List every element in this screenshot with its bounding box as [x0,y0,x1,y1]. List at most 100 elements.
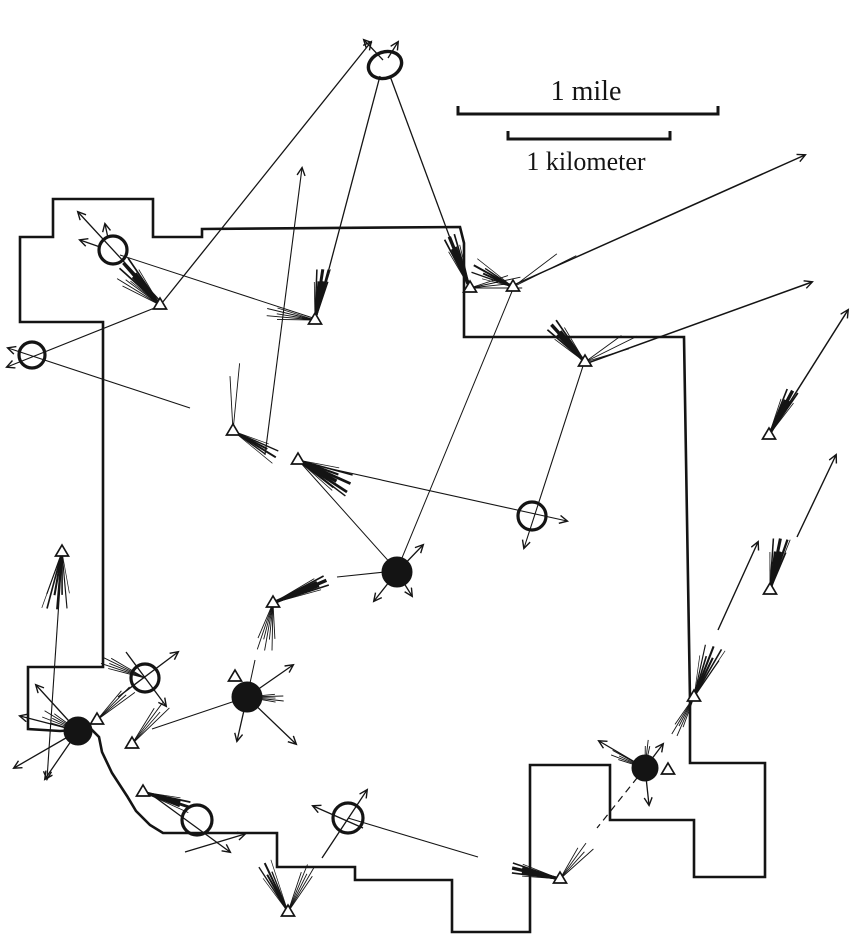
movement-line [389,75,468,285]
movement-fan [471,258,514,288]
kilometer-bar-line [506,131,672,141]
fan-line [270,859,289,913]
movement-fan [693,644,726,698]
open-circle-marker [129,662,161,694]
open-circle-marker [97,234,129,266]
triangle-marker [660,761,676,775]
fan-line [131,702,163,745]
fan-line [693,648,723,698]
triangle-marker [686,688,702,702]
movement-arrow [313,806,364,829]
open-circle-marker [331,801,365,835]
movement-arrow [8,348,191,409]
fan-line [46,551,63,609]
movement-arrow [387,42,398,59]
fan-line [453,233,471,289]
movement-arrow [161,42,371,304]
fan-line [256,602,274,650]
station-markers-layer [17,49,778,917]
fan-line [125,279,161,306]
triangle-marker [552,870,568,884]
fan-line [142,791,189,813]
fan-line [559,848,594,880]
movement-arrow [151,794,230,852]
movement-line [151,696,248,730]
movement-fan [229,363,241,432]
movement-fan [131,702,170,745]
fan-line [266,315,316,321]
fan-line [232,363,241,432]
movement-arrow [78,212,163,304]
movement-arrow [80,240,101,248]
triangle-marker [307,311,323,325]
movement-fan [272,575,330,605]
fan-line [693,650,726,698]
movement-arrow [125,651,166,706]
fan-line [512,862,561,880]
movement-arrow [321,790,367,859]
fan-line [584,335,638,363]
triangle-marker [762,581,778,595]
fan-line [559,851,585,880]
fan-line [559,847,579,880]
open-circle-marker [17,340,47,370]
movement-fan [443,233,472,289]
fan-line [264,602,274,651]
fan-line [232,430,273,464]
kilometer-bar-label: 1 kilometer [526,147,645,176]
refuge-boundary [18,197,767,934]
movement-arrow [7,304,163,367]
fan-line [271,602,274,651]
triangle-marker [290,451,306,465]
movement-fan [100,656,146,679]
movement-fan [258,859,289,913]
movement-line [119,254,314,319]
fan-line [584,335,622,363]
movement-fan [266,307,316,321]
triangle-marker [89,711,105,725]
fan-line [287,864,308,913]
fan-line [41,551,63,609]
movement-fan [256,602,276,651]
fan-line [555,319,586,363]
open-circle-marker [516,500,548,532]
ellipse-marker [366,49,404,81]
movement-arrow [264,168,302,456]
fan-line [297,459,346,497]
movement-arrow [770,310,848,433]
scale-bar-mile: 1 mile [456,76,720,116]
movement-arrow [796,455,836,538]
mile-bar-line [456,106,720,116]
triangle-marker [505,278,521,292]
movement-arrows-layer [7,40,848,859]
triangle-marker [135,783,151,797]
fan-line [276,318,316,321]
triangle-marker [462,279,478,293]
triangle-marker [280,903,296,917]
filled-circle-marker [631,754,659,782]
fan-line [297,459,333,491]
triangle-marker [225,422,241,436]
fan-line [271,871,289,913]
fan-line [96,692,136,721]
filled-circle-marker [63,716,93,746]
fan-line [268,602,274,640]
movement-fan [546,319,587,364]
fan-line [272,584,330,604]
fan-line [100,662,146,679]
fan-line [287,873,308,913]
movement-fan [559,842,594,880]
filled-circle-marker [231,681,263,713]
movement-arrow [184,834,245,853]
fan-line [287,876,313,913]
movement-arrow [515,155,805,285]
triangle-marker [124,735,140,749]
fan-line [287,871,302,913]
fan-line [267,308,316,321]
refuge-boundary-layer [18,197,767,934]
fan-line [484,267,514,288]
fan-line [131,707,170,745]
fan-line [116,278,161,306]
fan-line [138,269,161,306]
